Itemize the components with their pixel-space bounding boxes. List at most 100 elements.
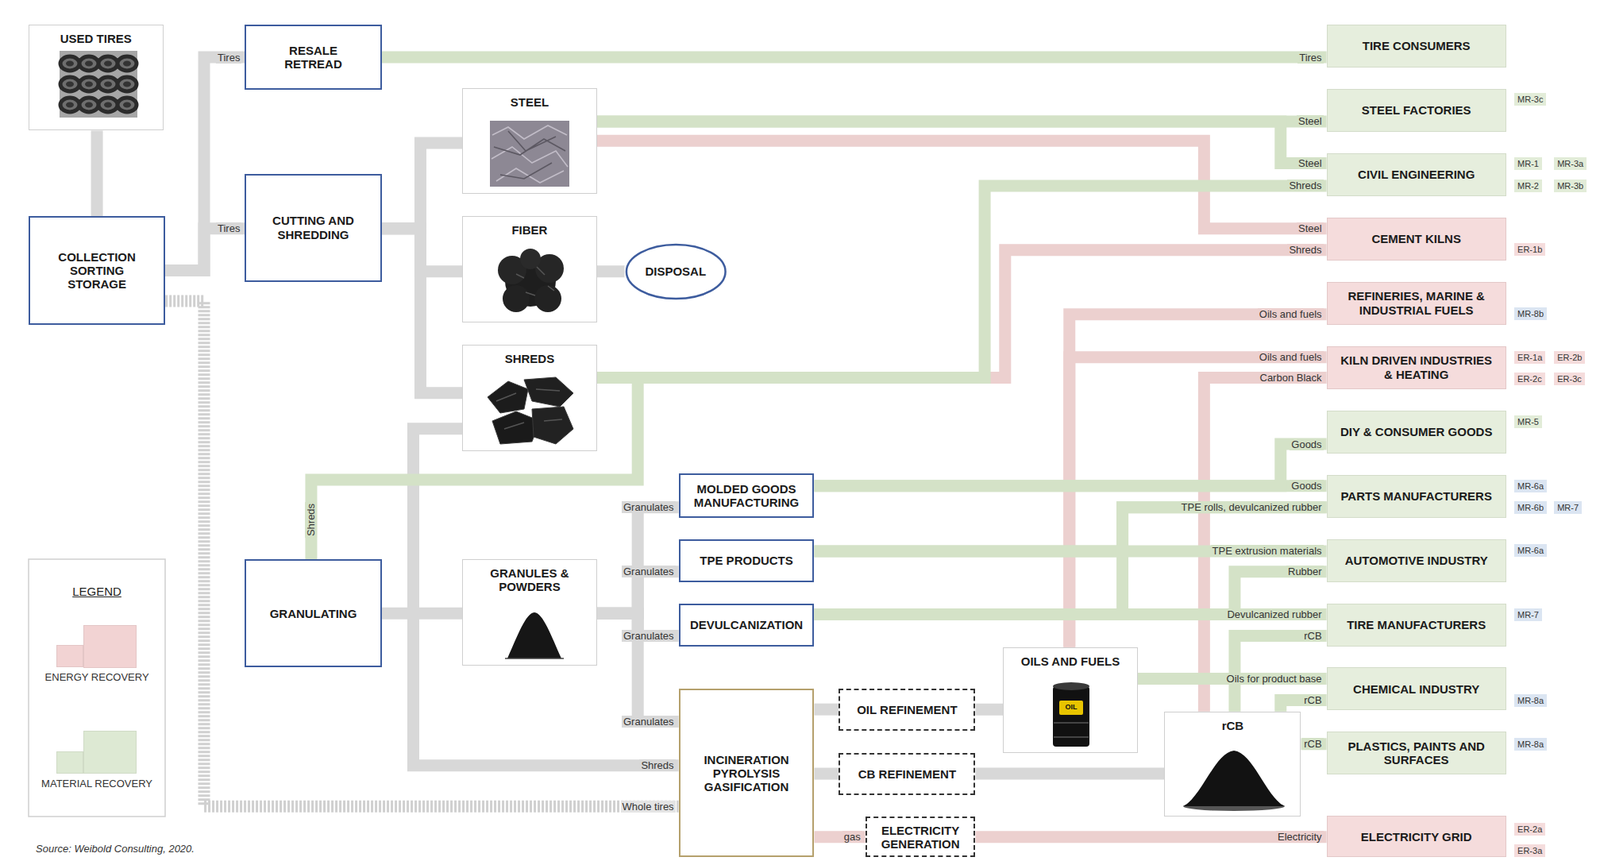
flow-band	[597, 121, 1327, 164]
node-label: OIL REFINEMENT	[856, 702, 957, 717]
node-label: REFINERIES, MARINE & INDUSTRIAL FUELS	[1337, 289, 1496, 317]
recovery-code: ER-1b	[1514, 242, 1546, 256]
tire-rings	[60, 56, 137, 112]
legend-swatch	[56, 730, 138, 774]
flow-band	[381, 50, 1327, 63]
carbon-black-pile	[1183, 750, 1284, 806]
market-box: CEMENT KILNS	[1326, 217, 1507, 261]
barrel-body	[1052, 686, 1090, 747]
barrel-label: OIL	[1064, 702, 1077, 712]
recovery-code: MR-8a	[1514, 693, 1547, 707]
flow-label: Tires	[215, 51, 242, 64]
node-label: STEEL FACTORIES	[1361, 103, 1472, 117]
node-label: USED TIRES	[60, 31, 132, 46]
recovery-code: MR-3b	[1553, 179, 1587, 193]
node-label: PLASTICS, PAINTS AND SURFACES	[1337, 739, 1496, 768]
flow-band	[975, 767, 1165, 780]
recovery-code: MR-3a	[1553, 157, 1587, 170]
legend-box	[28, 559, 166, 817]
flow-band	[597, 507, 679, 614]
ellipse-outline	[625, 244, 725, 299]
legend-text: MATERIAL RECOVERY	[41, 777, 153, 791]
flow-band	[597, 185, 1327, 378]
fiber-clump	[502, 285, 530, 313]
flow-label: Steel	[1296, 157, 1324, 170]
legend-heading: LEGEND	[72, 584, 122, 599]
node-label: MOLDED GOODS MANUFACTURING	[684, 481, 810, 510]
node-label: DISPOSAL	[644, 264, 706, 278]
fiber-strands	[516, 266, 555, 296]
flow-label: Granulates	[621, 715, 676, 728]
node-label: TIRE CONSUMERS	[1362, 38, 1471, 53]
steel-wire	[493, 131, 566, 179]
shreds-picture	[487, 377, 574, 444]
material-box: OILS AND FUELS	[1002, 647, 1138, 754]
market-box: KILN DRIVEN INDUSTRIES & HEATING	[1326, 346, 1507, 390]
disposal-ellipse: DISPOSAL	[624, 242, 728, 301]
swatch-small	[56, 751, 85, 774]
node-label: DIY & CONSUMER GOODS	[1340, 424, 1493, 439]
node-label: FIBER	[511, 223, 548, 237]
market-box: AUTOMOTIVE INDUSTRY	[1326, 539, 1507, 583]
recovery-code: MR-6b	[1514, 501, 1547, 514]
node-label: GRANULATING	[269, 606, 358, 621]
flow-label: Carbon Black	[1258, 371, 1324, 384]
shred-highlight	[496, 389, 563, 429]
barrel-ribs	[1053, 722, 1089, 737]
recovery-code: MR-1	[1514, 157, 1543, 170]
node-label: OILS AND FUELS	[1021, 654, 1120, 668]
flow-label: Oils and fuels	[1257, 350, 1324, 363]
steel-picture	[489, 120, 570, 187]
flow-band	[165, 57, 245, 271]
material-box: GRANULES & POWDERS	[462, 559, 598, 666]
flow-band	[813, 544, 1327, 557]
node-label: TIRE MANUFACTURERS	[1346, 617, 1486, 632]
recovery-code: ER-1a	[1514, 350, 1546, 364]
flow-label: Granulates	[621, 501, 676, 513]
refinement-box: OIL REFINEMENT	[838, 688, 976, 731]
swatch-large	[83, 624, 137, 668]
barrel-top	[1052, 682, 1090, 691]
node-label: AUTOMOTIVE INDUSTRY	[1345, 553, 1489, 567]
flow-band	[1203, 377, 1327, 711]
swatch-small	[56, 644, 85, 667]
node-label: INCINERATION PYROLYSIS GASIFICATION	[686, 752, 807, 795]
flow-label: TPE extrusion materials	[1210, 544, 1324, 557]
process-box: MOLDED GOODS MANUFACTURING	[678, 473, 815, 517]
fiber-picture	[497, 248, 564, 313]
flow-band	[813, 767, 839, 780]
photo-ground	[489, 120, 570, 187]
legend-text: ENERGY RECOVERY	[45, 670, 150, 684]
market-box: CHEMICAL INDUSTRY	[1326, 666, 1507, 710]
fiber-clump	[534, 285, 562, 313]
market-box: REFINERIES, MARINE & INDUSTRIAL FUELS	[1326, 281, 1507, 325]
barrel-tag	[1059, 700, 1084, 715]
flow-band	[1069, 357, 1327, 648]
process-box: INCINERATION PYROLYSIS GASIFICATION	[678, 688, 815, 857]
process-box: RESALE RETREAD	[244, 24, 382, 90]
recovery-code: MR-2	[1514, 179, 1543, 193]
market-box: STEEL FACTORIES	[1326, 88, 1507, 132]
flow-label: Shreds	[1287, 243, 1323, 256]
flow-label: Granulates	[621, 565, 676, 578]
node-label: DEVULCANIZATION	[690, 617, 803, 632]
recovery-code: MR-6a	[1514, 543, 1547, 557]
flow-label: Oils for product base	[1225, 672, 1324, 685]
swatch-large	[83, 730, 137, 774]
granule-base	[505, 657, 564, 660]
market-box: ELECTRICITY GRID	[1326, 815, 1507, 858]
flow-band	[813, 443, 1327, 486]
refinement-box: CB REFINEMENT	[838, 752, 976, 795]
flow-band	[975, 830, 1327, 843]
market-box: CIVIL ENGINEERING	[1326, 153, 1507, 197]
material-box: STEEL	[462, 88, 598, 195]
flow-band	[1137, 672, 1327, 685]
node-label: CEMENT KILNS	[1371, 231, 1462, 246]
recovery-code: MR-6a	[1514, 479, 1547, 493]
flow-label: Steel	[1296, 115, 1324, 128]
flow-label: Goods	[1289, 438, 1323, 451]
flow-label: Goods	[1289, 479, 1323, 492]
flow-label: Oils and fuels	[1257, 308, 1324, 320]
flow-label: Shreds	[639, 759, 675, 772]
